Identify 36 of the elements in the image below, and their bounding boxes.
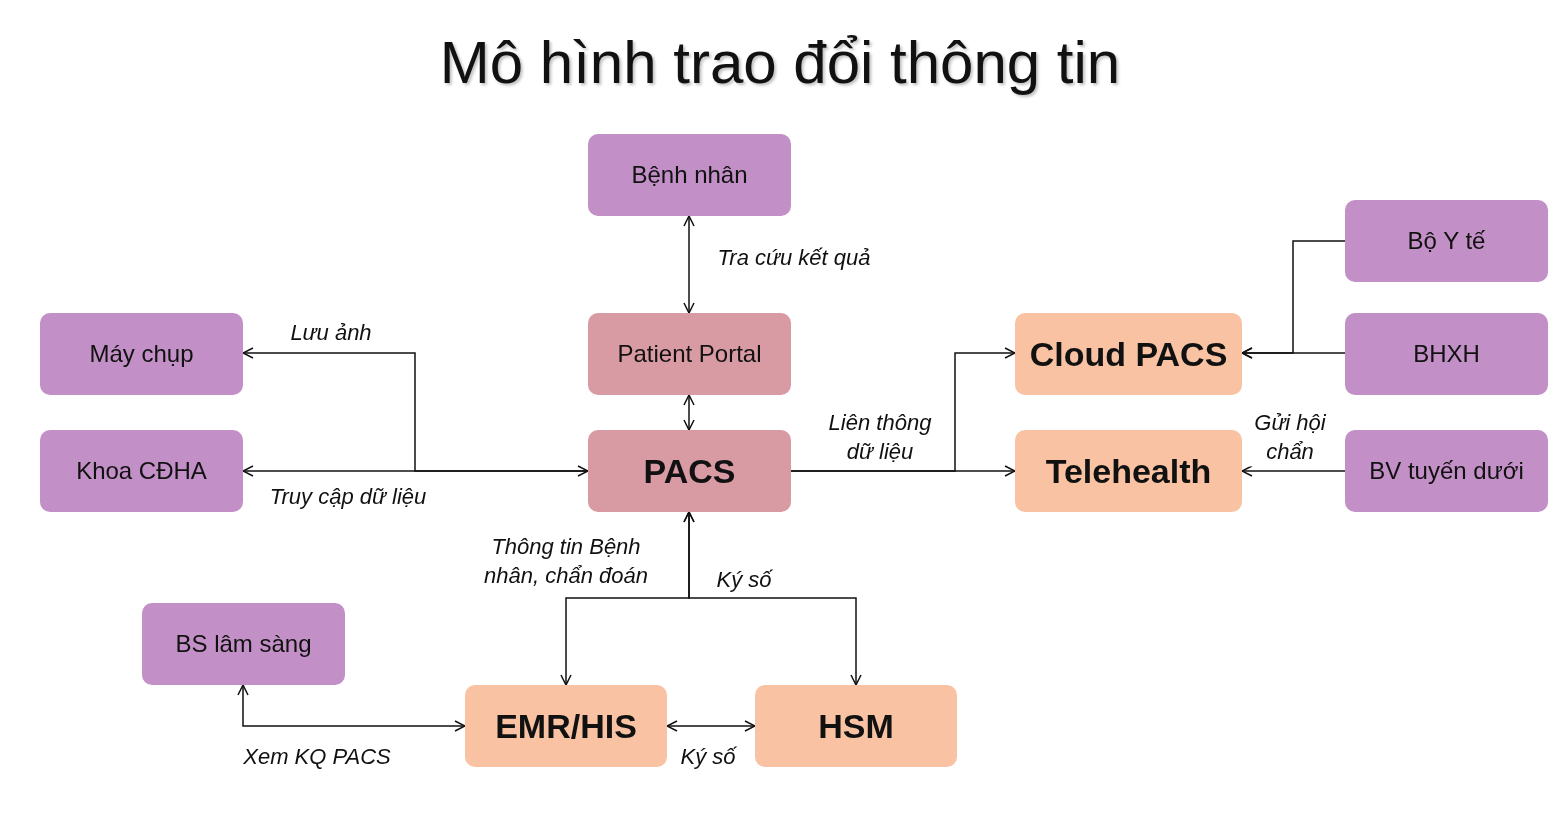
node-label: Cloud PACS (1028, 333, 1229, 375)
node-label: HSM (817, 705, 895, 747)
connector-arrow (1241, 465, 1346, 477)
process-box (1345, 313, 1548, 395)
process-box (588, 134, 791, 216)
diagram-title: Mô hình trao đổi thông tin (438, 28, 1122, 97)
process-box (40, 430, 243, 512)
connector-arrow (666, 720, 756, 732)
connector-arrow (790, 465, 1016, 477)
node-label: BS lâm sàng (174, 629, 313, 660)
connector-arrow (242, 465, 589, 477)
connector-arrow (1241, 347, 1346, 359)
node-label: Patient Portal (616, 339, 763, 370)
process-box (755, 685, 957, 767)
process-box (1015, 430, 1242, 512)
process-box (465, 685, 667, 767)
node-label: PACS (642, 450, 737, 492)
process-box (40, 313, 243, 395)
node-label: Bộ Y tế (1406, 226, 1487, 257)
connector-arrow (683, 394, 695, 431)
node-label: Bệnh nhân (630, 160, 749, 191)
node-label: Máy chụp (88, 339, 195, 370)
process-box (1015, 313, 1242, 395)
node-label: BV tuyến dưới (1368, 456, 1525, 487)
process-box (142, 603, 345, 685)
node-label: BHXH (1412, 339, 1481, 370)
node-label: Telehealth (1044, 450, 1213, 492)
process-box (588, 313, 791, 395)
process-box (1345, 430, 1548, 512)
process-box (588, 430, 791, 512)
connector-arrow (237, 684, 466, 732)
connector-arrow (683, 215, 695, 314)
node-label: EMR/HIS (494, 705, 638, 747)
process-box (1345, 200, 1548, 282)
connector-arrow (683, 511, 862, 686)
node-label: Khoa CĐHA (75, 456, 208, 487)
